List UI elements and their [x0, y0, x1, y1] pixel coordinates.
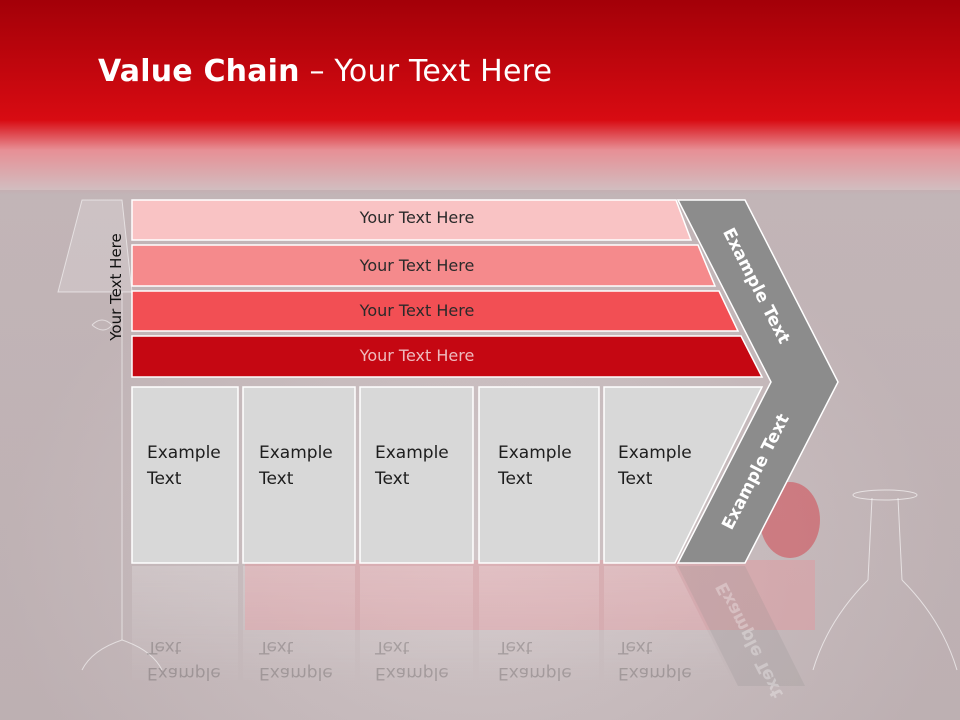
- box-5-reflection-line2: Text: [618, 637, 653, 657]
- box-5-reflection: Example Text: [618, 634, 718, 686]
- box-4-reflection-line1: Example: [498, 663, 572, 683]
- band-3-label: Your Text Here: [359, 301, 475, 320]
- box-3-reflection: Example Text: [375, 634, 475, 686]
- activity-box-1[interactable]: [131, 386, 239, 564]
- box-3-line1: Example: [375, 443, 449, 463]
- box-2-line1: Example: [259, 443, 333, 463]
- box-4-line1: Example: [498, 443, 572, 463]
- side-table-decoration: [812, 489, 958, 671]
- box-1-reflection-line1: Example: [147, 663, 221, 683]
- band-2[interactable]: [131, 244, 717, 287]
- box-1-line1: Example: [147, 443, 221, 463]
- activity-box-5[interactable]: [603, 386, 764, 564]
- band-3[interactable]: [131, 290, 740, 332]
- activity-box-2[interactable]: [242, 386, 356, 564]
- band-1[interactable]: [131, 199, 693, 241]
- box-4-line2: Text: [498, 469, 533, 489]
- box-1-text: Example Text: [147, 440, 247, 492]
- chevron-arrow[interactable]: [676, 199, 839, 564]
- band-4-label: Your Text Here: [359, 346, 475, 365]
- page-title: Value Chain – Your Text Here: [98, 54, 552, 89]
- box-2-line2: Text: [259, 469, 294, 489]
- title-rest: – Your Text Here: [299, 54, 553, 89]
- band-1-label: Your Text Here: [359, 208, 475, 227]
- box-5-line2: Text: [618, 469, 653, 489]
- band-2-label: Your Text Here: [359, 256, 475, 275]
- reflection-layer: [132, 566, 805, 686]
- activity-box-3[interactable]: [359, 386, 474, 564]
- box-3-line2: Text: [375, 469, 410, 489]
- box-2-reflection: Example Text: [259, 634, 359, 686]
- box-1-reflection-line2: Text: [147, 637, 182, 657]
- box-3-text: Example Text: [375, 440, 475, 492]
- box-3-reflection-line1: Example: [375, 663, 449, 683]
- box-1-line2: Text: [147, 469, 182, 489]
- box-4-reflection-line2: Text: [498, 637, 533, 657]
- title-bold: Value Chain: [98, 54, 300, 89]
- box-5-line1: Example: [618, 443, 692, 463]
- box-5-text: Example Text: [618, 440, 718, 492]
- box-5-reflection-line1: Example: [618, 663, 692, 683]
- box-3-reflection-line2: Text: [375, 637, 410, 657]
- activity-box-4[interactable]: [478, 386, 600, 564]
- box-1-reflection: Example Text: [147, 634, 247, 686]
- box-4-text: Example Text: [498, 440, 598, 492]
- box-2-reflection-line1: Example: [259, 663, 333, 683]
- box-2-reflection-line2: Text: [259, 637, 294, 657]
- box-4-reflection: Example Text: [498, 634, 598, 686]
- band-4[interactable]: [131, 335, 764, 378]
- side-label-text: Your Text Here: [107, 233, 125, 341]
- box-2-text: Example Text: [259, 440, 359, 492]
